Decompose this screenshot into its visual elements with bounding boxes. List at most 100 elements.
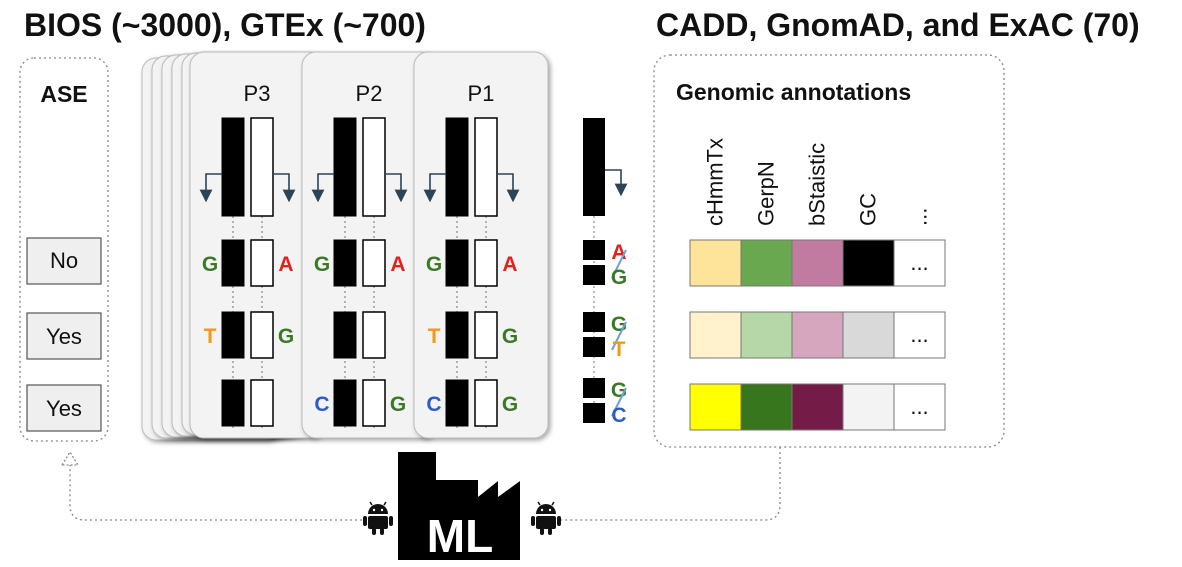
ase-row-0: No [26, 237, 102, 285]
annotation-column-label: GerpN [754, 161, 779, 226]
variant-alt: T [613, 338, 626, 361]
allele-block [362, 311, 386, 359]
haplotype-block-maternal [474, 117, 498, 217]
android-icon [531, 501, 561, 535]
annotation-cell [893, 311, 946, 359]
ase-row-1: Yes [26, 312, 102, 360]
allele-letter: A [278, 253, 293, 276]
annotation-column-label: bStaistic [805, 143, 830, 226]
annotation-cell [893, 239, 946, 287]
haplotype-block-maternal [362, 117, 386, 217]
allele-block [474, 239, 498, 287]
allele-letter: T [428, 325, 441, 348]
allele-letter: G [390, 393, 406, 416]
annotation-cell [740, 239, 793, 287]
annotation-cell [791, 239, 844, 287]
allele-block [221, 311, 245, 359]
variant-marker: GC [583, 378, 627, 427]
android-icon [363, 501, 393, 535]
ase-value: No [50, 248, 78, 273]
annotation-more: ... [910, 394, 928, 419]
transcription-arrow-icon [199, 173, 222, 203]
annotation-cell [791, 311, 844, 359]
transcription-arrow-icon [423, 173, 446, 203]
annotation-panel [653, 54, 1005, 448]
factory-icon: ML [398, 452, 520, 562]
reference-gene-block [583, 118, 605, 216]
allele-letter: G [502, 393, 518, 416]
allele-letter: G [426, 253, 442, 276]
variant-ref: G [611, 379, 627, 402]
transcription-arrow-icon [311, 173, 334, 203]
allele-letter: T [204, 325, 217, 348]
allele-block [474, 379, 498, 427]
allele-block [333, 311, 357, 359]
annotation-header: Genomic annotations [676, 79, 911, 105]
allele-block [445, 379, 469, 427]
allele-letter: A [502, 253, 517, 276]
transcription-arrow-icon [497, 173, 520, 203]
annotation-column-label: ... [907, 208, 932, 226]
ml-label: ML [427, 510, 493, 562]
allele-block [474, 311, 498, 359]
ase-panel [19, 57, 109, 442]
annotation-column-label: GC [856, 193, 881, 226]
annotation-cell [689, 239, 742, 287]
allele-letter: G [314, 253, 330, 276]
annotation-more: ... [910, 250, 928, 275]
allele-block [362, 239, 386, 287]
allele-block [362, 379, 386, 427]
allele-block [250, 379, 274, 427]
annotation-cell [740, 311, 793, 359]
annotation-cell [689, 311, 742, 359]
transcription-arrow-icon [385, 173, 408, 203]
ase-header: ASE [40, 81, 87, 107]
arrow-up-icon [60, 450, 80, 466]
annotation-to-ml-line [560, 447, 781, 521]
allele-letter: A [390, 253, 405, 276]
person-label: P3 [244, 81, 271, 106]
allele-block [250, 311, 274, 359]
ase-value: Yes [46, 396, 82, 421]
allele-block [445, 311, 469, 359]
annotation-row: ... [689, 383, 946, 431]
variant-ref: G [611, 313, 627, 336]
haplotype-block-paternal [221, 117, 245, 217]
ase-value: Yes [46, 324, 82, 349]
allele-letter: C [426, 393, 441, 416]
haplotype-block-maternal [250, 117, 274, 217]
allele-letter: G [502, 325, 518, 348]
annotation-cell [791, 383, 844, 431]
annotation-cell [842, 311, 895, 359]
person-label: P2 [356, 81, 383, 106]
annotation-cell [689, 383, 742, 431]
annotation-row: ... [689, 311, 946, 359]
allele-block [221, 379, 245, 427]
ase-row-2: Yes [26, 384, 102, 432]
annotation-row: ... [689, 239, 946, 287]
annotation-column-label: cHmmTx [703, 138, 728, 226]
annotation-cell [893, 383, 946, 431]
allele-block [445, 239, 469, 287]
title-left: BIOS (~3000), GTEx (~700) [24, 7, 426, 43]
ml-to-ase-line [69, 462, 362, 521]
allele-block [333, 239, 357, 287]
annotation-cell [740, 383, 793, 431]
variant-marker: GT [583, 312, 627, 361]
allele-letter: G [202, 253, 218, 276]
allele-block [221, 239, 245, 287]
haplotype-block-paternal [445, 117, 469, 217]
annotation-more: ... [910, 322, 928, 347]
haplotype-block-paternal [333, 117, 357, 217]
allele-block [250, 239, 274, 287]
allele-letter: G [278, 325, 294, 348]
allele-letter: C [314, 393, 329, 416]
variant-alt: C [611, 404, 626, 427]
annotation-cell [842, 383, 895, 431]
